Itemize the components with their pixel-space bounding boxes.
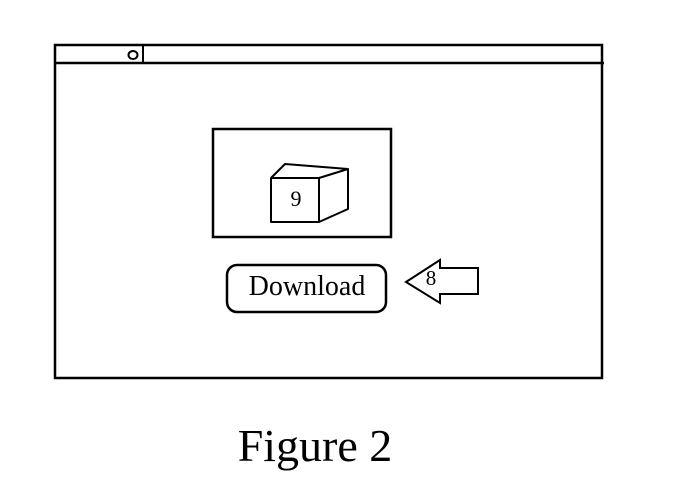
figure-caption: Figure 2 xyxy=(237,420,393,471)
download-button[interactable]: Download xyxy=(248,271,366,302)
circle-icon[interactable] xyxy=(127,50,139,60)
browser-window xyxy=(53,43,604,380)
window-frame xyxy=(53,43,604,380)
cube-icon xyxy=(270,163,349,223)
left-arrow-icon xyxy=(404,258,479,305)
cube-label: 9 xyxy=(290,186,302,211)
arrow-label: 8 xyxy=(425,266,437,290)
preview-frame xyxy=(211,127,393,239)
preview-panel xyxy=(211,127,393,239)
download-button-shape[interactable] xyxy=(225,263,388,314)
